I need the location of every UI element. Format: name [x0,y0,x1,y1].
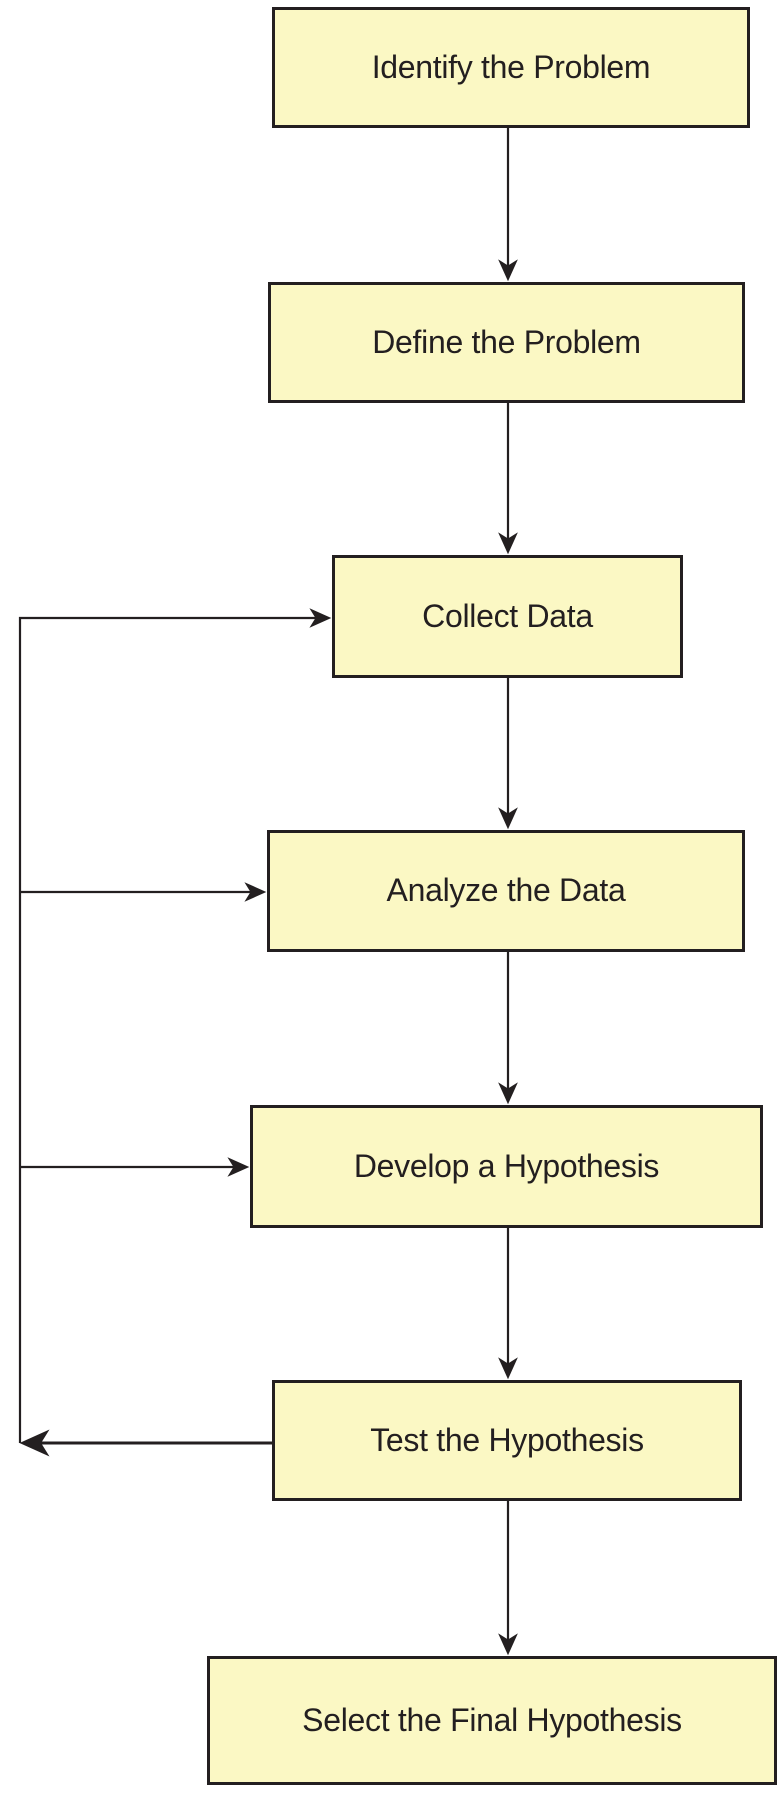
step-box-analyze-data: Analyze the Data [267,830,745,952]
step-label-analyze-data: Analyze the Data [386,872,626,909]
step-label-develop-hypothesis: Develop a Hypothesis [353,1147,660,1184]
step-box-develop-hypothesis: Develop a Hypothesis [250,1105,763,1228]
step-box-define-problem: Define the Problem [268,282,745,403]
step-box-select-final-hypothesis: Select the Final Hypothesis [207,1656,777,1785]
step-box-identify-problem: Identify the Problem [272,7,750,128]
feedback-arrow-to-collect-data [18,608,332,1443]
step-label-identify-problem: Identify the Problem [371,48,651,85]
step-box-collect-data: Collect Data [332,555,683,678]
step-box-test-hypothesis: Test the Hypothesis [272,1380,742,1501]
step-label-test-hypothesis: Test the Hypothesis [370,1421,644,1458]
step-label-select-final-hypothesis: Select the Final Hypothesis [302,1701,682,1738]
step-label-collect-data: Collect Data [422,597,593,634]
step-label-define-problem: Define the Problem [372,323,641,360]
